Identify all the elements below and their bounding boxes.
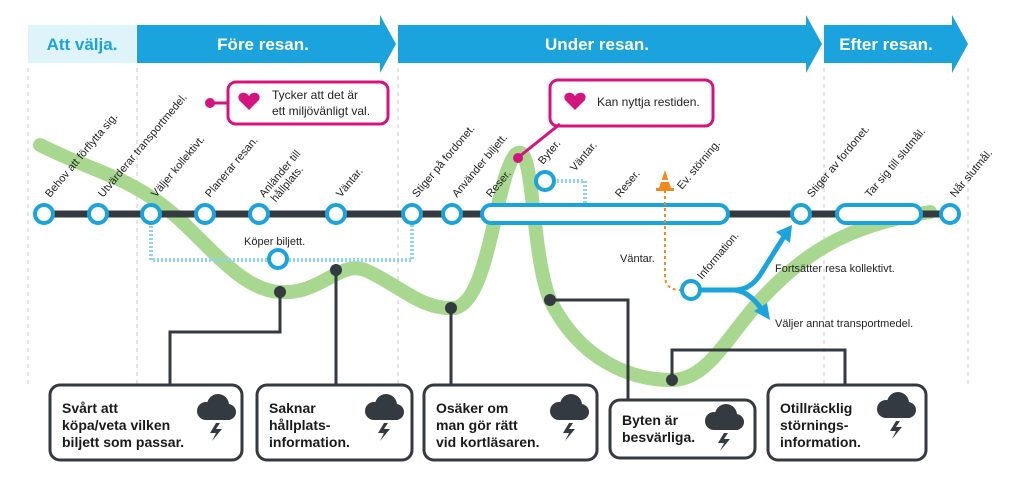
continue-arrowhead — [776, 225, 792, 243]
pain-text-line: Otillräcklig — [780, 400, 852, 416]
stop-node — [194, 203, 216, 225]
stop-label: Väljer kollektivt. — [149, 134, 207, 200]
pain-dots — [274, 264, 678, 386]
pain-text-line: Svårt att — [62, 400, 118, 416]
phase-dividers — [27, 68, 969, 385]
pain-text-line: information. — [269, 434, 350, 450]
stop-node — [33, 203, 55, 225]
pain-text-line: Saknar — [269, 400, 316, 416]
bubble-eco: Tycker att det är ett miljövänligt val. — [205, 80, 390, 126]
storm-cloud-icon — [705, 404, 744, 451]
pain-text-line: biljett som passar. — [62, 434, 184, 450]
stop-node — [790, 203, 812, 225]
stop-label: Når slutmål. — [948, 147, 995, 200]
pain-text-line: störnings- — [780, 417, 849, 433]
pain-box: Byten är besvärliga. — [608, 398, 757, 460]
heart-icon — [564, 92, 586, 110]
bubble-eco-line2: ett miljövänligt val. — [272, 104, 370, 118]
final-walk-capsule — [835, 203, 923, 225]
stop-label: Väntar. — [334, 166, 366, 200]
phase-under-resan: Under resan. — [545, 35, 649, 54]
stop-node — [939, 203, 961, 225]
phase-header: Att välja. Före resan. Under resan. Efte… — [28, 15, 968, 73]
stop-label: Anländer till hållplats. — [257, 146, 314, 208]
ride-capsule — [480, 203, 730, 225]
storm-cloud-icon — [365, 394, 404, 441]
storm-cloud-icon — [877, 392, 916, 439]
phase-efter-resan-arrow — [824, 15, 968, 73]
stop-node — [267, 248, 289, 270]
pain-text-line: hållplats- — [269, 417, 331, 433]
stop-node — [680, 279, 702, 301]
stop-node — [401, 203, 423, 225]
pain-text-line: man gör rätt — [436, 417, 518, 433]
stop-node — [441, 203, 463, 225]
bubble-travel-time: Kan nyttja restiden. — [513, 78, 715, 163]
phase-fore-resan: Före resan. — [217, 35, 309, 54]
phase-att-valja: Att välja. — [47, 35, 118, 54]
traffic-cone-icon — [656, 170, 674, 191]
bubble-eco-line1: Tycker att det är — [272, 88, 358, 102]
pain-text-line: Byten är — [622, 412, 679, 428]
pain-text-line: vid kortläsaren. — [436, 434, 540, 450]
other-arrowhead — [754, 303, 770, 320]
stop-label: Reser. — [613, 168, 643, 200]
emotion-curve — [33, 138, 937, 388]
pain-text-line: besvärliga. — [622, 429, 695, 445]
stop-label: Byter. — [536, 138, 563, 167]
buy-ticket-note: Köper biljett. — [244, 236, 305, 248]
stop-label: Utvärderar transportmedel. — [96, 92, 190, 200]
stop-node — [325, 203, 347, 225]
pain-text-line: Osäker om — [436, 400, 508, 416]
disruption-path — [664, 190, 681, 291]
information-note: Information. — [695, 230, 742, 282]
pain-box: Osäker om man gör rätt vid kortläsaren. — [422, 383, 599, 462]
pain-text-line: köpa/veta vilken — [62, 417, 170, 433]
heart-icon — [238, 92, 260, 110]
pain-box: Svårt att köpa/veta vilken biljett som p… — [48, 383, 244, 462]
pain-box: Otillräcklig störnings- information. — [766, 383, 928, 462]
bubble-travel-line1: Kan nyttja restiden. — [597, 95, 700, 109]
stop-node — [248, 203, 270, 225]
storm-cloud-icon — [197, 394, 236, 441]
continue-note: Fortsätter resa kollektivt. — [775, 263, 895, 275]
phase-att-valja-bg — [28, 25, 136, 63]
phase-fore-resan-arrow — [137, 15, 396, 73]
stop-nodes — [33, 170, 961, 301]
stop-label: Stiger av fordonet. — [805, 123, 872, 200]
phase-under-resan-arrow — [398, 15, 822, 73]
storm-cloud-icon — [550, 394, 589, 441]
pain-text-line: information. — [780, 434, 861, 450]
other-arrow — [734, 287, 765, 312]
waiting-note: Väntar. — [620, 253, 655, 265]
phase-efter-resan: Efter resan. — [839, 35, 933, 54]
stop-node — [87, 203, 109, 225]
stop-label: Tar sig till slutmål. — [863, 126, 928, 200]
stop-node — [140, 203, 162, 225]
stop-label: Väntar. — [568, 140, 600, 174]
other-transport-note: Väljer annat transportmedel. — [775, 318, 913, 330]
transfer-branch — [545, 179, 587, 208]
stop-label: Planerar resan. — [203, 135, 261, 200]
pain-connectors — [168, 270, 847, 400]
stop-node — [534, 170, 556, 192]
stop-label: Ev. störning. — [675, 138, 723, 192]
pain-box: Saknar hållplats- information. — [255, 383, 414, 462]
